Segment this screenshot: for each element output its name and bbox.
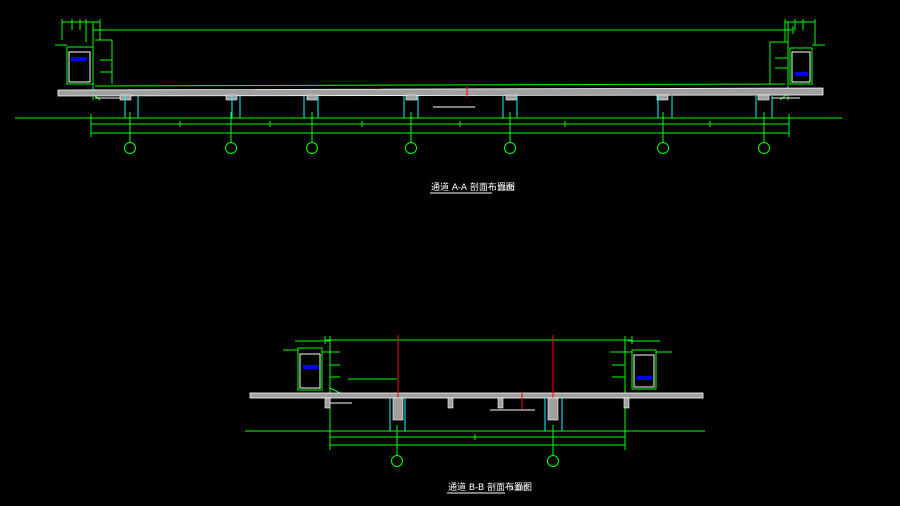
- axis-bubble: [405, 142, 417, 154]
- section-b-scale: 1:100: [510, 485, 527, 492]
- section-b-top-dimensions: [283, 336, 672, 353]
- section-b-right-blue-label: [637, 376, 652, 380]
- section-b-axis-bubbles: [391, 425, 559, 467]
- section-a-right-blue-label: [795, 72, 808, 76]
- section-b-piles: [389, 398, 563, 431]
- section-a-bottom-dimensions: [15, 114, 842, 137]
- axis-bubble: [504, 142, 516, 154]
- axis-bubble: [547, 455, 559, 467]
- axis-bubble: [657, 142, 669, 154]
- section-a-left-blue-label: [71, 57, 87, 61]
- axis-bubble: [391, 455, 403, 467]
- section-b-bottom-dimensions: [245, 430, 705, 446]
- section-b-pier-caps: [324, 397, 630, 421]
- axis-bubble: [306, 142, 318, 154]
- axis-bubble: [124, 142, 136, 154]
- section-b-left-blue-label: [303, 365, 318, 369]
- section-b-deck: [249, 335, 704, 420]
- section-a-a: 通道 A-A 剖面布置图 1:100: [15, 19, 842, 194]
- section-a-top-dimensions: [61, 19, 816, 45]
- axis-bubble: [225, 142, 237, 154]
- section-a-title: 通道 A-A 剖面布置图: [431, 181, 515, 193]
- section-b-b: 通道 B-B 剖面布置图 1:100: [245, 335, 705, 494]
- section-a-left-abutment: [55, 22, 113, 101]
- section-b-title: 通道 B-B 剖面布置图: [448, 481, 532, 493]
- section-a-axis-bubbles: [124, 112, 770, 154]
- section-a-scale: 1:100: [497, 185, 514, 192]
- section-a-deck: [57, 83, 824, 108]
- section-a-piles: [124, 96, 773, 118]
- axis-bubble: [758, 142, 770, 154]
